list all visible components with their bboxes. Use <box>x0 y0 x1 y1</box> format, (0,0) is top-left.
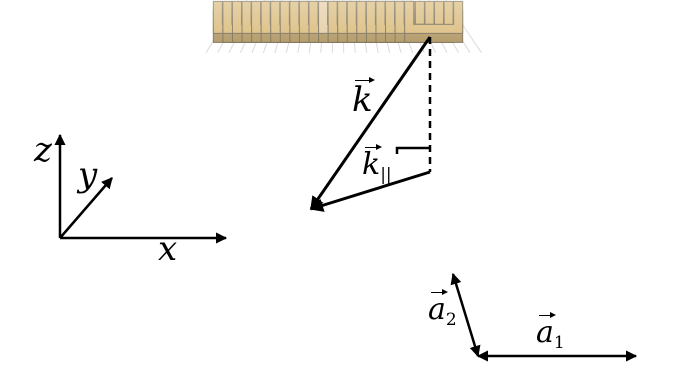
k-parallel-label: k|| <box>362 150 392 184</box>
y-axis-label: y <box>78 158 97 192</box>
a1-label: a1 <box>536 318 565 352</box>
z-axis-label: z <box>34 133 52 167</box>
k-parallel-symbol: k <box>362 150 380 180</box>
a2-label: a2 <box>428 295 457 329</box>
x-axis-label: x <box>158 232 177 266</box>
k-symbol: k <box>352 83 373 117</box>
a1-subscript: 1 <box>554 333 565 353</box>
a2-symbol: a <box>428 295 446 325</box>
a1-symbol: a <box>536 318 554 348</box>
k-parallel-subscript: || <box>380 165 391 185</box>
a2-subscript: 2 <box>446 310 457 330</box>
k-label: k <box>352 83 373 117</box>
